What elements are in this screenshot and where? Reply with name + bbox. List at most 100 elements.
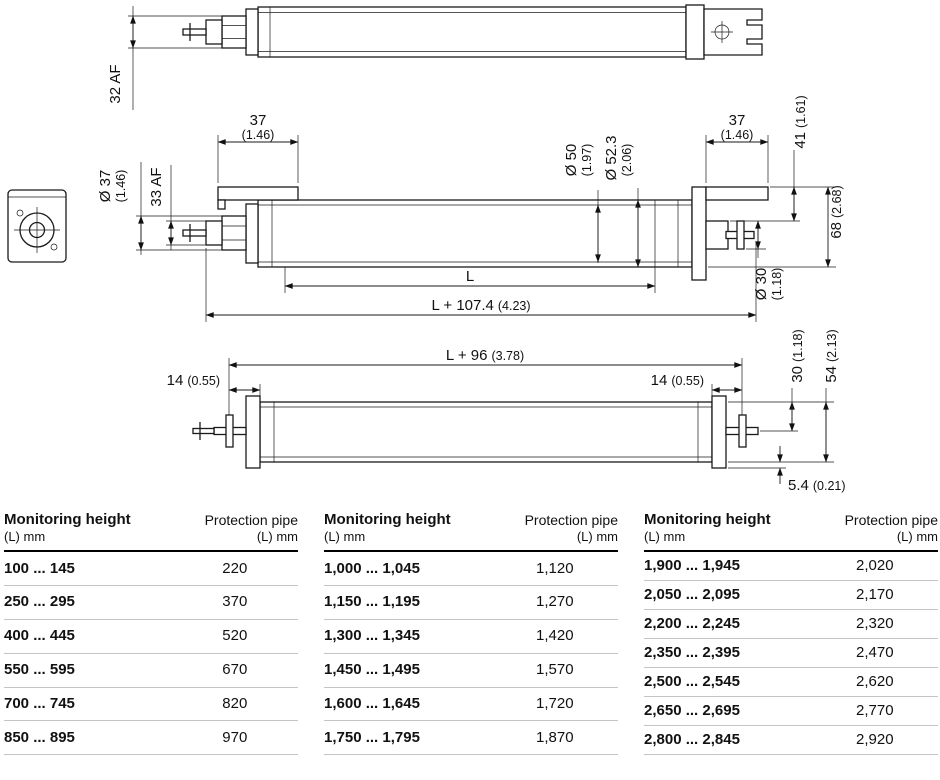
dim-label-dia52-mm: Ø 52.3: [603, 135, 620, 180]
monitoring-height-value: 2,050 ... 2,095: [644, 580, 812, 611]
dim-dia-52: Ø 52.3 (2.06): [603, 135, 641, 268]
monitoring-height-value: 400 ... 445: [4, 619, 172, 654]
protection-pipe-value: 520: [171, 619, 298, 654]
dim-30: 30(1.18): [728, 329, 834, 432]
dim-37-left: 37 (1.46): [217, 112, 299, 183]
col-header-monitoring-height: Monitoring height: [4, 511, 131, 528]
dim-label-54: 54(2.13): [823, 329, 840, 382]
dim-54: 54(2.13): [728, 329, 840, 463]
col-header-monitoring-unit: (L) mm: [644, 529, 686, 545]
protection-pipe-value: 2,020: [811, 551, 938, 582]
protection-pipe-value: 2,770: [811, 696, 938, 727]
protection-pipe-value: 970: [171, 720, 298, 756]
dim-label-dia50-mm: Ø 50: [563, 144, 580, 177]
col-header-monitoring-unit: (L) mm: [324, 529, 366, 545]
dim-dia-50: Ø 50 (1.97): [563, 144, 601, 263]
dim-label-dia50-in: (1.97): [580, 144, 594, 177]
dim-label-L-total: L + 107.4(4.23): [431, 297, 530, 314]
dim-label-dia30-mm: Ø 30: [753, 268, 770, 301]
side-view: 37 (1.46) Ø 37 (1.46) 33 AF: [7, 95, 845, 322]
protection-pipe-value: 1,420: [491, 619, 618, 654]
dim-label-32af: 32 AF: [107, 64, 124, 103]
protection-pipe-value: 820: [171, 687, 298, 722]
monitoring-height-value: 2,200 ... 2,245: [644, 609, 812, 640]
col-header-protection-unit: (L) mm: [576, 529, 618, 545]
dim-14-right: 14(0.55): [651, 372, 743, 402]
monitoring-height-value: 2,350 ... 2,395: [644, 638, 812, 669]
protection-pipe-value: 1,570: [491, 653, 618, 688]
dim-label-33af: 33 AF: [148, 167, 165, 206]
protection-pipe-value: 1,720: [491, 687, 618, 722]
monitoring-height-value: 1,900 ... 1,945: [644, 551, 812, 582]
protection-pipe-value: 1,270: [491, 585, 618, 620]
dim-41: 41(1.61): [730, 95, 836, 222]
tube-body: [257, 199, 693, 268]
dim-label-L: L: [466, 268, 474, 285]
dim-label-37-right-mm: 37: [729, 112, 746, 129]
col-header-protection-unit: (L) mm: [896, 529, 938, 545]
col-header-monitoring-unit: (L) mm: [4, 529, 46, 545]
dim-33-af: 33 AF: [148, 165, 206, 250]
monitoring-height-value: 550 ... 595: [4, 653, 172, 688]
dim-68: 68(2.68): [708, 185, 845, 268]
protection-pipe-value: 220: [171, 551, 298, 587]
dim-label-14-right: 14(0.55): [651, 372, 704, 389]
monitoring-height-value: 1,150 ... 1,195: [324, 585, 492, 620]
protection-pipe-value: 2,320: [811, 609, 938, 640]
dim-dia-30: Ø 30 (1.18): [746, 220, 784, 301]
monitoring-height-value: 1,450 ... 1,495: [324, 653, 492, 688]
end-bracket-plate: [685, 4, 705, 60]
dim-37-right: 37 (1.46): [705, 112, 769, 183]
monitoring-height-value: 100 ... 145: [4, 551, 172, 587]
left-flange: [217, 186, 299, 201]
top-view: 32 AF: [107, 4, 763, 110]
dim-dia-37: Ø 37 (1.46): [97, 162, 222, 255]
dimension-tables: Monitoring height (L) mm Protection pipe…: [0, 505, 940, 756]
dim-label-37-left-in: (1.46): [242, 128, 275, 142]
bottom-view: L + 96(3.78) 14(0.55) 14(0.55) 30(1.18): [167, 329, 846, 494]
dim-L-96: L + 96(3.78): [228, 347, 743, 415]
monitoring-height-value: 1,750 ... 1,795: [324, 720, 492, 756]
dim-label-14-left: 14(0.55): [167, 372, 220, 389]
right-bracket-plate: [691, 186, 707, 281]
dim-5-4: 5.4(0.21): [728, 446, 846, 494]
protection-pipe-value: 2,620: [811, 667, 938, 698]
protection-pipe-value: 2,170: [811, 580, 938, 611]
dim-L: L: [284, 200, 656, 293]
bracket-front-view: [7, 189, 67, 263]
monitoring-height-value: 2,500 ... 2,545: [644, 667, 812, 698]
col-header-protection-pipe: Protection pipe: [204, 512, 298, 529]
protection-pipe-value: 370: [171, 585, 298, 620]
dim-14-left: 14(0.55): [167, 372, 261, 402]
monitoring-table-2: Monitoring height (L) mm Protection pipe…: [324, 509, 618, 756]
dim-label-30: 30(1.18): [789, 329, 806, 382]
monitoring-height-value: 250 ... 295: [4, 585, 172, 620]
protection-pipe-value: 2,470: [811, 638, 938, 669]
col-header-protection-unit: (L) mm: [256, 529, 298, 545]
monitoring-height-value: 700 ... 745: [4, 687, 172, 722]
monitoring-height-value: 1,000 ... 1,045: [324, 551, 492, 587]
dim-label-dia52-in: (2.06): [620, 144, 634, 177]
monitoring-table-3: Monitoring height (L) mm Protection pipe…: [644, 509, 938, 756]
col-header-monitoring-height: Monitoring height: [644, 511, 771, 528]
protection-pipe-value: 670: [171, 653, 298, 688]
monitoring-height-value: 1,300 ... 1,345: [324, 619, 492, 654]
dim-label-41: 41(1.61): [792, 95, 809, 148]
dim-L-total: L + 107.4(4.23): [205, 242, 757, 322]
